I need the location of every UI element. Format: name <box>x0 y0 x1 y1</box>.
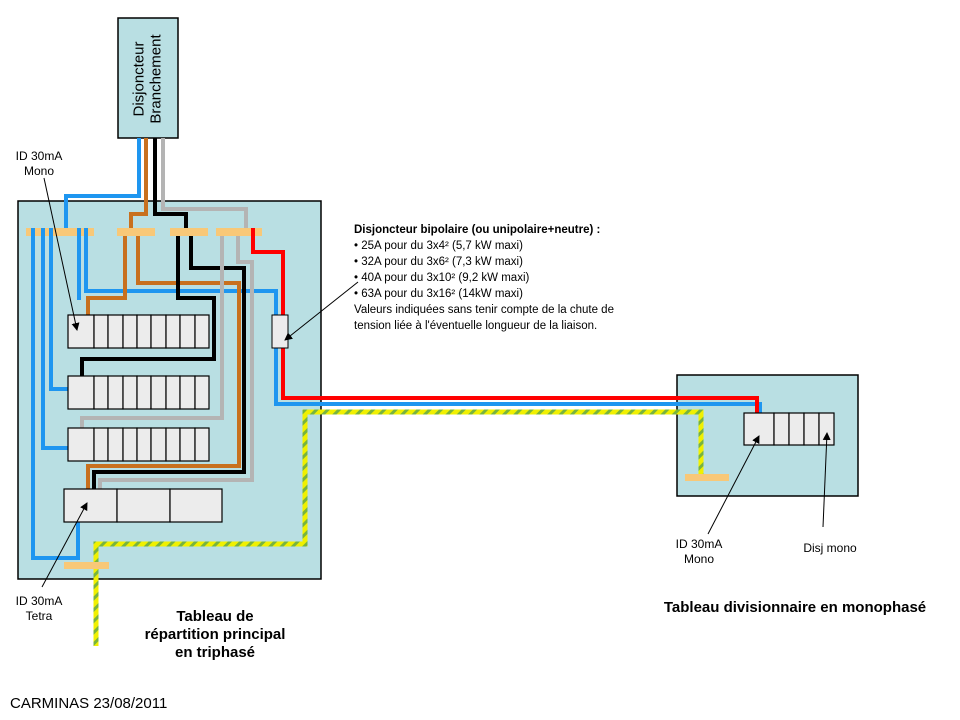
text: en triphasé <box>174 644 256 661</box>
breaker-line2: Branchement <box>148 34 165 124</box>
sub-panel-title: Tableau divisionnaire en monophasé <box>663 599 927 616</box>
text: ID 30mA <box>15 594 63 608</box>
wire-gray-in <box>161 138 248 232</box>
breaker-module <box>107 314 124 349</box>
breaker-module <box>179 314 196 349</box>
breaker-module <box>194 375 210 410</box>
breaker-module <box>122 375 138 410</box>
bipolar-breaker <box>271 314 289 349</box>
breaker-module <box>194 427 210 462</box>
text: Mono <box>683 552 715 566</box>
tetra-module <box>169 488 223 523</box>
breaker-module <box>67 375 95 410</box>
wire-earth <box>93 409 704 646</box>
sub-module <box>788 412 805 446</box>
note-item: • 32A pour du 3x6² (7,3 kW maxi) <box>354 256 523 268</box>
busbar-l2 <box>170 228 208 236</box>
breaker-module <box>165 427 181 462</box>
breaker-module <box>107 375 124 410</box>
sub-module <box>773 412 790 446</box>
breaker-module <box>67 314 95 349</box>
breaker-module <box>122 314 138 349</box>
busbar-neutral <box>26 228 94 236</box>
tetra-module <box>116 488 171 523</box>
note-heading: Disjoncteur bipolaire (ou unipolaire+neu… <box>354 224 601 236</box>
breaker-module <box>67 427 95 462</box>
note-item: • 40A pour du 3x10² (9,2 kW maxi) <box>354 272 530 284</box>
main-breaker-box <box>117 17 179 139</box>
breaker-module <box>150 427 167 462</box>
busbar-l1 <box>117 228 155 236</box>
breaker-module <box>165 375 181 410</box>
note-footer: tension liée à l'éventuelle longueur de … <box>354 320 598 332</box>
text: répartition principal <box>144 626 286 643</box>
credit: CARMINAS 23/08/2011 <box>10 695 168 712</box>
breaker-module <box>93 314 109 349</box>
text: ID 30mA <box>15 149 63 163</box>
breaker-module <box>107 427 124 462</box>
note-item: • 63A pour du 3x16² (14kW maxi) <box>354 288 523 300</box>
label-disj-mono: Disj mono <box>803 541 857 555</box>
wire-brown-in <box>129 138 148 232</box>
breaker-module <box>150 375 167 410</box>
breaker-module <box>179 427 196 462</box>
breaker-module <box>179 375 196 410</box>
bipolar-breaker-note: Disjoncteur bipolaire (ou unipolaire+neu… <box>354 222 614 334</box>
wire-black-in <box>153 138 188 232</box>
sub-module <box>803 412 820 446</box>
breaker-module <box>165 314 181 349</box>
text: Mono <box>23 164 55 178</box>
breaker-line1: Disjoncteur <box>131 41 148 117</box>
wire-blue-in <box>64 138 141 232</box>
note-footer: Valeurs indiquées sans tenir compte de l… <box>354 304 614 316</box>
breaker-module <box>150 314 167 349</box>
breaker-module <box>93 375 109 410</box>
tetra-module <box>63 488 118 523</box>
note-item: • 25A pour du 3x4² (5,7 kW maxi) <box>354 240 523 252</box>
breaker-module <box>93 427 109 462</box>
main-panel-title: Tableau de répartition principal en trip… <box>110 608 320 662</box>
breaker-module <box>122 427 138 462</box>
sub-module <box>743 412 775 446</box>
text: ID 30mA <box>675 537 723 551</box>
breaker-module <box>136 427 152 462</box>
breaker-module <box>136 314 152 349</box>
text: Tetra <box>25 609 53 623</box>
text: Tableau de <box>176 608 254 625</box>
breaker-module <box>194 314 210 349</box>
busbar-l3 <box>216 228 262 236</box>
breaker-module <box>136 375 152 410</box>
